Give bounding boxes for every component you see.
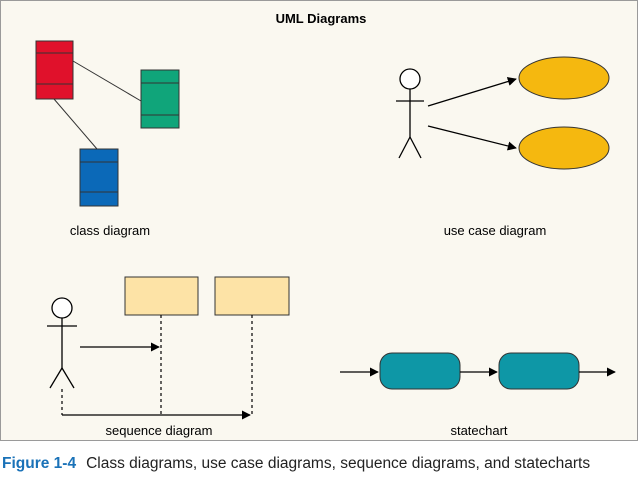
diagram-title: UML Diagrams <box>276 11 367 26</box>
sequence-diagram-caption: sequence diagram <box>106 423 213 438</box>
class-box-green <box>140 69 180 129</box>
use-case-diagram-caption: use case diagram <box>444 223 547 238</box>
class-box-blue <box>79 148 119 207</box>
figure-panel: UML Diagrams class diagram <box>0 0 638 441</box>
actor-figure <box>396 68 424 159</box>
figure-caption-text: Class diagrams, use case diagrams, seque… <box>86 455 591 472</box>
statechart: statechart <box>340 352 616 438</box>
figure-label: Figure 1-4 <box>2 455 77 472</box>
use-case-ellipse <box>518 56 610 100</box>
figure-caption: Figure 1-4 Class diagrams, use case diagr… <box>2 455 638 473</box>
diagram-canvas: UML Diagrams class diagram <box>35 11 616 438</box>
class-box-red <box>35 40 74 100</box>
object-box <box>124 276 199 316</box>
object-box <box>214 276 290 316</box>
use-case-arrow <box>427 125 517 151</box>
use-case-arrow <box>427 77 517 107</box>
actor-figure <box>47 297 77 389</box>
use-case-ellipse <box>518 126 610 170</box>
association-line <box>72 60 142 102</box>
state-node <box>498 352 580 390</box>
class-diagram: class diagram <box>35 40 180 238</box>
sequence-diagram: sequence diagram <box>47 276 290 438</box>
association-line <box>53 98 98 150</box>
use-case-diagram: use case diagram <box>396 56 610 238</box>
statechart-caption: statechart <box>450 423 507 438</box>
class-diagram-caption: class diagram <box>70 223 150 238</box>
state-node <box>379 352 461 390</box>
